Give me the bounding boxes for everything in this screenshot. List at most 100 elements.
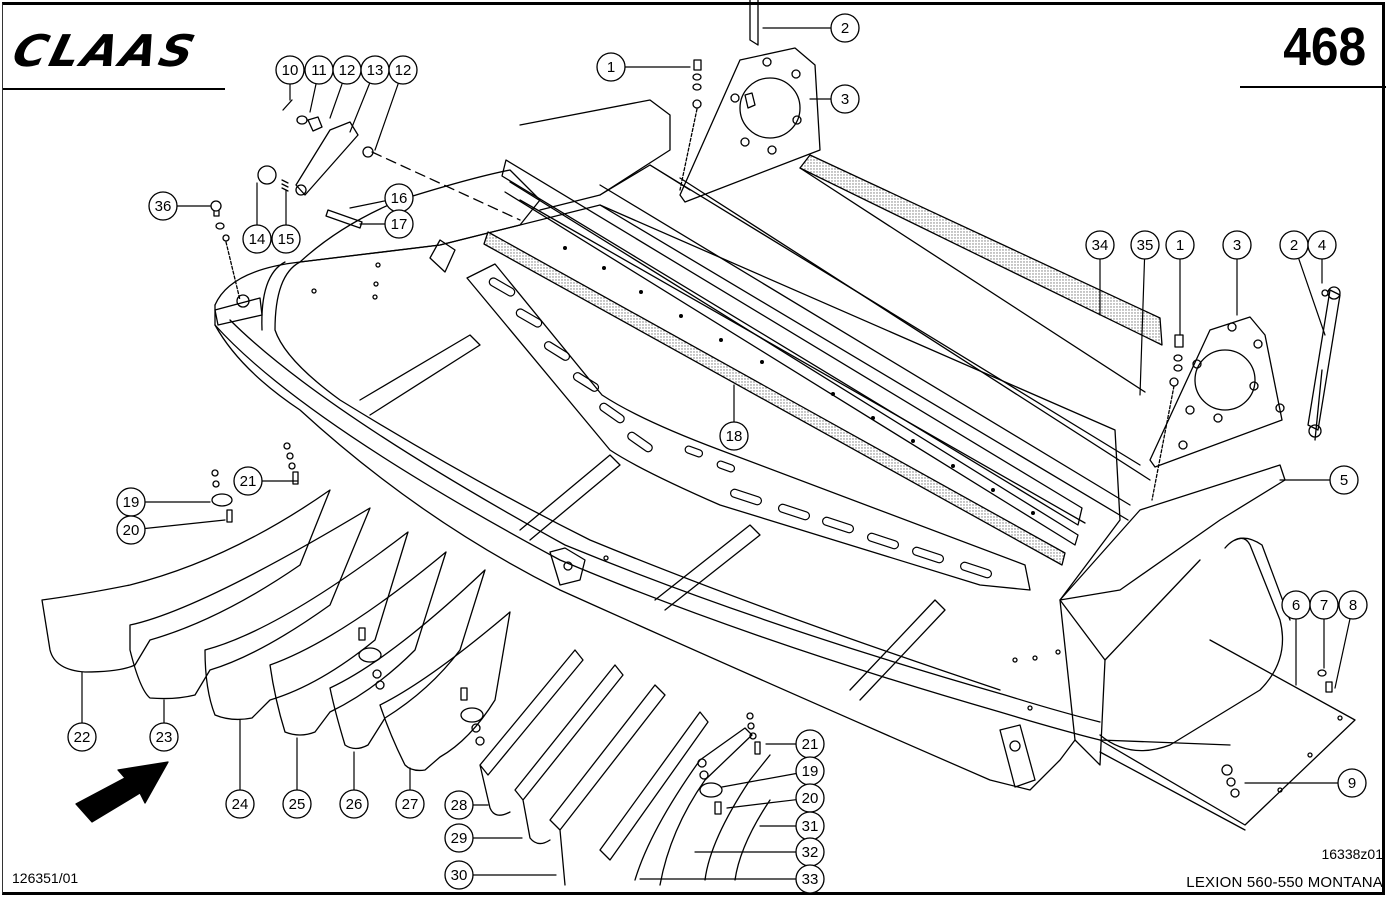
callout-20[interactable]: 20: [116, 515, 226, 545]
side-box-right: [1059, 464, 1356, 831]
callout-12[interactable]: 12: [329, 55, 362, 119]
callout-19[interactable]: 19: [116, 487, 211, 517]
callout-number: 27: [402, 796, 419, 813]
callout-12[interactable]: 12: [374, 55, 418, 151]
callout-bubble: [444, 860, 474, 890]
callout-24[interactable]: 24: [225, 719, 255, 819]
callout-number: 2: [1290, 237, 1298, 254]
callout-leader-line: [144, 519, 226, 530]
callout-14[interactable]: 14: [242, 182, 272, 254]
callout-15[interactable]: 15: [271, 189, 301, 254]
callout-bubble: [596, 52, 626, 82]
callout-8[interactable]: 8: [1334, 590, 1368, 689]
callout-number: 16: [391, 190, 408, 207]
callout-21[interactable]: 21: [765, 729, 825, 759]
callout-36[interactable]: 36: [148, 191, 211, 221]
callout-22[interactable]: 22: [67, 671, 97, 752]
callout-28[interactable]: 28: [444, 790, 489, 820]
callout-23[interactable]: 23: [149, 699, 179, 752]
callout-leader-line: [1297, 257, 1326, 336]
callout-29[interactable]: 29: [444, 823, 523, 853]
callout-25[interactable]: 25: [282, 737, 312, 819]
callout-bubble: [388, 55, 418, 85]
callout-number: 25: [289, 796, 306, 813]
callout-number: 21: [240, 473, 257, 490]
callout-number: 33: [802, 871, 819, 888]
callout-number: 6: [1292, 597, 1300, 614]
callout-20[interactable]: 20: [726, 783, 825, 813]
callout-leader-line: [1139, 258, 1146, 396]
direction-arrow: [75, 761, 169, 823]
callout-bubble: [719, 421, 749, 451]
callout-4[interactable]: 4: [1307, 230, 1337, 284]
callout-30[interactable]: 30: [444, 860, 557, 890]
callout-11[interactable]: 11: [304, 55, 334, 113]
callout-number: 4: [1318, 237, 1326, 254]
callout-number: 31: [802, 818, 819, 835]
callout-number: 1: [1176, 237, 1184, 254]
drawing-code: 16338z01: [1321, 846, 1383, 862]
callout-number: 32: [802, 844, 819, 861]
callout-bubble: [1329, 465, 1359, 495]
callout-bubble: [1222, 230, 1252, 260]
callout-bubble: [1338, 590, 1368, 620]
callout-35[interactable]: 35: [1130, 230, 1160, 396]
callout-34[interactable]: 34: [1085, 230, 1115, 316]
callout-2[interactable]: 2: [762, 13, 860, 43]
callout-bubble: [830, 13, 860, 43]
callout-33[interactable]: 33: [639, 864, 825, 894]
callout-3[interactable]: 3: [809, 84, 860, 114]
bearing-plate-top: [679, 0, 821, 203]
callout-number: 34: [1092, 237, 1109, 254]
callout-number: 10: [282, 62, 299, 79]
callout-bubble: [444, 790, 474, 820]
callout-number: 13: [367, 62, 384, 79]
callout-bubble: [116, 515, 146, 545]
callout-5[interactable]: 5: [1279, 465, 1359, 495]
callout-18[interactable]: 18: [719, 384, 749, 451]
callout-number: 1: [607, 59, 615, 76]
callout-9[interactable]: 9: [1244, 768, 1367, 798]
callout-31[interactable]: 31: [759, 811, 825, 841]
page-number: 468: [1283, 17, 1366, 77]
callout-1[interactable]: 1: [596, 52, 691, 82]
callout-number: 9: [1348, 775, 1356, 792]
callout-number: 11: [311, 62, 327, 79]
callout-32[interactable]: 32: [694, 837, 825, 867]
callout-number: 3: [1233, 237, 1241, 254]
callout-bubble: [830, 84, 860, 114]
callout-3[interactable]: 3: [1222, 230, 1252, 316]
callout-19[interactable]: 19: [721, 756, 825, 788]
callout-number: 26: [346, 796, 363, 813]
callout-1[interactable]: 1: [1165, 230, 1195, 336]
callout-6[interactable]: 6: [1281, 590, 1311, 686]
callout-bubble: [444, 823, 474, 853]
callout-number: 7: [1320, 597, 1328, 614]
callout-number: 15: [278, 231, 295, 248]
callout-leader-line: [349, 82, 371, 133]
callout-bubble: [384, 209, 414, 239]
callout-bubble: [1337, 768, 1367, 798]
callout-number: 14: [249, 231, 266, 248]
callout-number: 20: [123, 522, 140, 539]
callout-bubble: [242, 224, 272, 254]
feeder-bars: [483, 99, 1163, 566]
callout-10[interactable]: 10: [275, 55, 305, 101]
callout-number: 21: [802, 736, 819, 753]
callout-bubble: [1307, 230, 1337, 260]
callout-number: 3: [841, 91, 849, 108]
callout-number: 19: [802, 763, 819, 780]
callout-26[interactable]: 26: [339, 751, 369, 819]
callout-17[interactable]: 17: [359, 209, 414, 239]
model-designation: LEXION 560-550 MONTANA: [1186, 874, 1383, 891]
header-rule-left: [3, 88, 225, 90]
callout-bubble: [1309, 590, 1339, 620]
callout-leader-line: [726, 799, 797, 809]
callout-7[interactable]: 7: [1309, 590, 1339, 669]
callout-number: 28: [451, 797, 468, 814]
callout-bubble: [233, 466, 263, 496]
callout-number: 18: [726, 428, 743, 445]
callout-27[interactable]: 27: [395, 767, 425, 819]
callout-21[interactable]: 21: [233, 466, 298, 496]
